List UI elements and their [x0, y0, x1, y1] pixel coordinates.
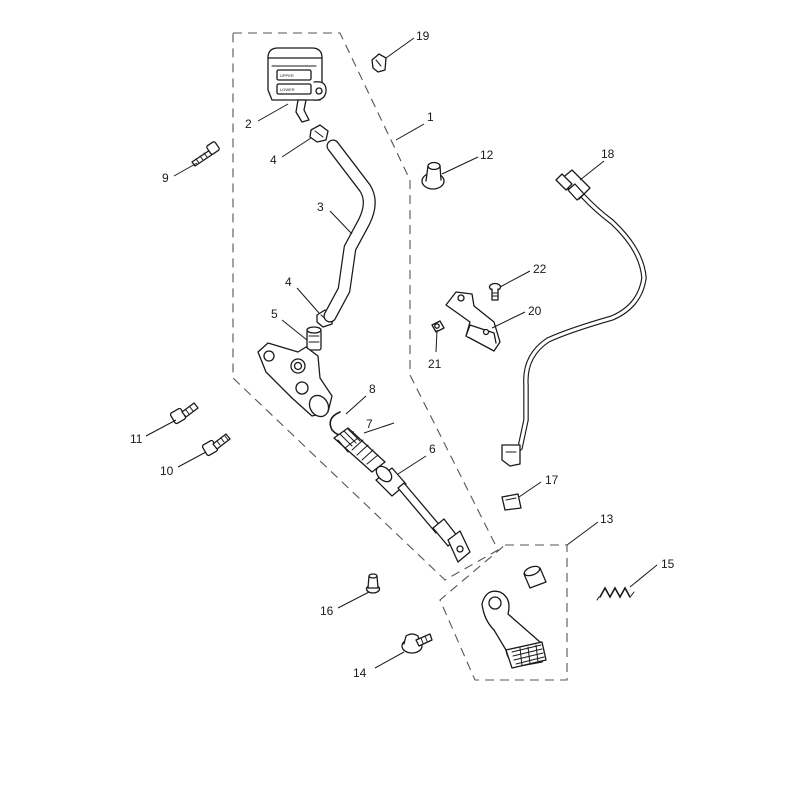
leader-3	[329, 210, 353, 235]
leader-5	[281, 319, 308, 341]
callout-2: 2	[245, 117, 252, 131]
bracket-part	[445, 291, 501, 352]
callout-16: 16	[320, 604, 334, 618]
hose-clip-upper-part	[309, 124, 329, 143]
leader-8	[345, 395, 367, 415]
reservoir-lower-mark: LOWER	[280, 87, 295, 92]
leader-9	[173, 162, 198, 177]
callout-20: 20	[528, 304, 542, 318]
leader-12	[441, 156, 479, 175]
reservoir-part: UPPER LOWER	[267, 47, 327, 123]
leader-4a	[281, 137, 312, 158]
callout-19: 19	[416, 29, 430, 43]
callout-21: 21	[428, 357, 442, 371]
leader-lines	[145, 37, 658, 669]
bolt-11-part	[169, 402, 199, 425]
leader-11	[145, 419, 177, 437]
leader-6	[397, 455, 427, 475]
callout-8: 8	[369, 382, 376, 396]
callout-3: 3	[317, 200, 324, 214]
brake-pedal-part	[481, 590, 547, 669]
leader-10	[177, 451, 207, 468]
reservoir-hose-part	[323, 139, 376, 323]
leader-15	[629, 564, 658, 588]
callout-22: 22	[533, 262, 547, 276]
leader-4b	[296, 287, 320, 314]
callout-10: 10	[160, 464, 174, 478]
callout-9: 9	[162, 171, 169, 185]
leader-20	[491, 311, 526, 329]
screw-22-part	[488, 282, 502, 301]
leader-19	[385, 37, 415, 59]
clip-part	[371, 53, 387, 73]
group-outline-pedal-assembly	[439, 544, 568, 681]
callout-1: 1	[427, 110, 434, 124]
callout-17: 17	[545, 473, 559, 487]
callout-14: 14	[353, 666, 367, 680]
push-rod-part	[375, 465, 471, 563]
leader-2	[257, 103, 289, 122]
piston-spring-part	[333, 427, 386, 473]
hose-union-part	[306, 326, 322, 351]
leader-17	[518, 481, 542, 498]
callout-12: 12	[480, 148, 494, 162]
harness-clip-part	[501, 493, 522, 511]
grommet-part	[421, 161, 445, 190]
leader-13	[566, 521, 599, 546]
leader-21	[435, 329, 438, 353]
callout-4a: 4	[270, 153, 277, 167]
leader-16	[337, 591, 370, 609]
pin-16-part	[365, 573, 381, 594]
leader-7	[363, 422, 395, 434]
callout-18: 18	[601, 147, 615, 161]
sensor-harness-part	[501, 169, 647, 467]
callout-11: 11	[130, 432, 143, 446]
callout-7: 7	[366, 417, 373, 431]
callout-6: 6	[429, 442, 436, 456]
bolt-9-part	[191, 141, 220, 167]
leader-1	[395, 123, 425, 141]
callout-15: 15	[661, 557, 675, 571]
reservoir-upper-mark: UPPER	[280, 73, 294, 78]
callout-5: 5	[271, 307, 278, 321]
bolt-10-part	[201, 433, 231, 457]
leader-22	[499, 270, 531, 288]
master-cylinder-body-part	[257, 342, 333, 418]
group-outline-master-cylinder-assembly	[232, 32, 499, 581]
return-spring-part	[596, 586, 635, 601]
callout-labels: 1 2 3 4 4 5 6 7 8 9 10 11 12 13 14 15 16…	[130, 29, 675, 680]
callout-4b: 4	[285, 275, 292, 289]
leader-14	[374, 651, 405, 669]
pedal-bushing-part	[523, 565, 547, 589]
pivot-bolt-part	[401, 633, 433, 654]
stud-21-part	[431, 320, 445, 333]
leader-18	[579, 160, 605, 181]
callout-13: 13	[600, 512, 614, 526]
